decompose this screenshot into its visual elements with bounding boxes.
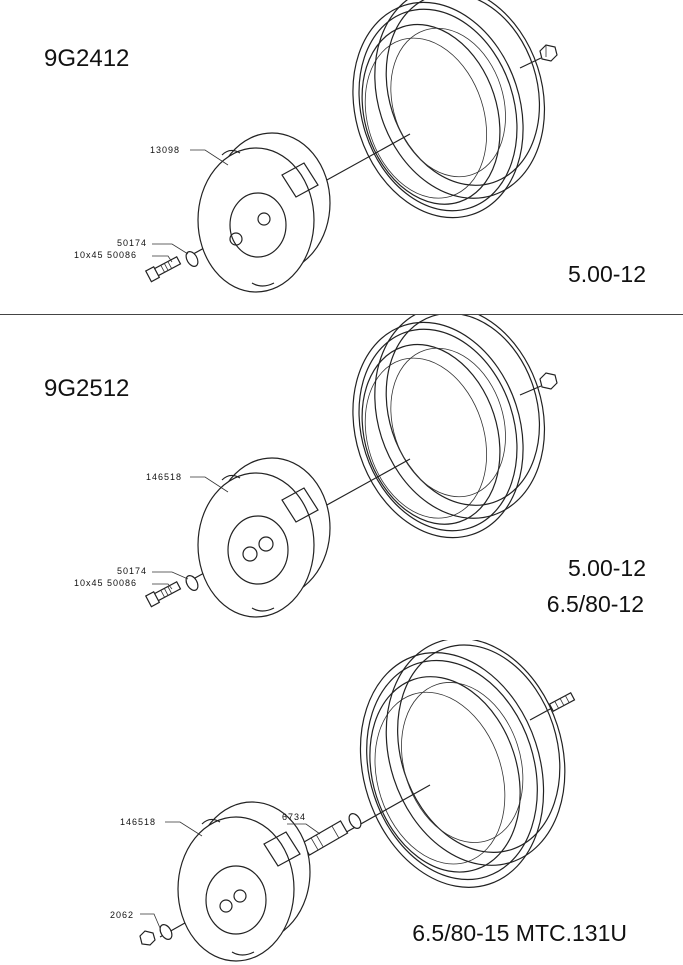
threaded-stud xyxy=(548,692,576,712)
hex-nut xyxy=(539,372,558,390)
tire-size-1: 5.00-12 xyxy=(567,555,646,581)
diagram-panel-9g2512: 9G2512 5.00-12 6.5/80-12 146518 50174 10… xyxy=(0,315,683,640)
wheel-weight-assembly-drawing xyxy=(139,640,576,962)
wheel-weight xyxy=(177,801,311,962)
washer xyxy=(185,575,199,591)
stud-axis-line xyxy=(529,707,553,721)
wheel-rim xyxy=(352,315,546,539)
wheel-rim xyxy=(352,0,546,219)
section-divider xyxy=(0,314,683,315)
tire-size: 5.00-12 xyxy=(567,261,646,287)
kit-code: 9G2512 xyxy=(44,375,130,402)
part-label-bolt: 10x45 50086 xyxy=(74,578,138,588)
hex-nut xyxy=(139,930,156,946)
part-label-bolt: 10x45 50086 xyxy=(74,250,138,260)
leader-weight xyxy=(165,821,203,837)
leader-spacer xyxy=(287,823,321,835)
diagram-panel-9g2412: 9G2412 5.00-12 13098 50174 10x45 50086 xyxy=(0,0,683,314)
kit-code: 9G2412 xyxy=(44,45,130,72)
spacer xyxy=(301,820,349,856)
part-label-nut: 2062 xyxy=(110,910,135,920)
part-label-washer: 50174 xyxy=(117,566,148,576)
washer xyxy=(159,924,173,940)
bolt xyxy=(144,581,182,608)
stud-axis-line xyxy=(519,385,542,396)
hex-nut xyxy=(539,44,558,62)
leader-nut xyxy=(140,913,161,929)
bolt xyxy=(144,256,182,283)
part-label-weight: 146518 xyxy=(146,472,183,482)
leader-bolt xyxy=(152,255,173,263)
spacer-washer xyxy=(348,813,362,829)
leader-weight xyxy=(190,149,229,166)
leader-washer xyxy=(152,571,189,580)
wheel-weight xyxy=(197,457,331,618)
tire-size: 6.5/80-15 MTC.131U xyxy=(412,920,627,946)
stud-axis-line xyxy=(519,57,542,69)
wheel-weight-assembly-drawing xyxy=(144,315,558,618)
part-label-weight: 146518 xyxy=(120,817,157,827)
wheel-rim xyxy=(359,640,566,888)
leader-weight xyxy=(190,476,229,493)
part-label-weight: 13098 xyxy=(150,145,181,155)
wheel-weight-assembly-drawing xyxy=(144,0,558,293)
leader-washer xyxy=(152,243,189,255)
part-label-washer: 50174 xyxy=(117,238,148,248)
leader-bolt xyxy=(152,583,173,590)
tire-size-2: 6.5/80-12 xyxy=(546,591,644,617)
diagram-panel-mtc131u: 6.5/80-15 MTC.131U 146518 6734 2062 xyxy=(0,640,683,965)
part-label-spacer: 6734 xyxy=(282,812,307,822)
washer xyxy=(185,251,199,267)
wheel-weight xyxy=(197,132,331,293)
